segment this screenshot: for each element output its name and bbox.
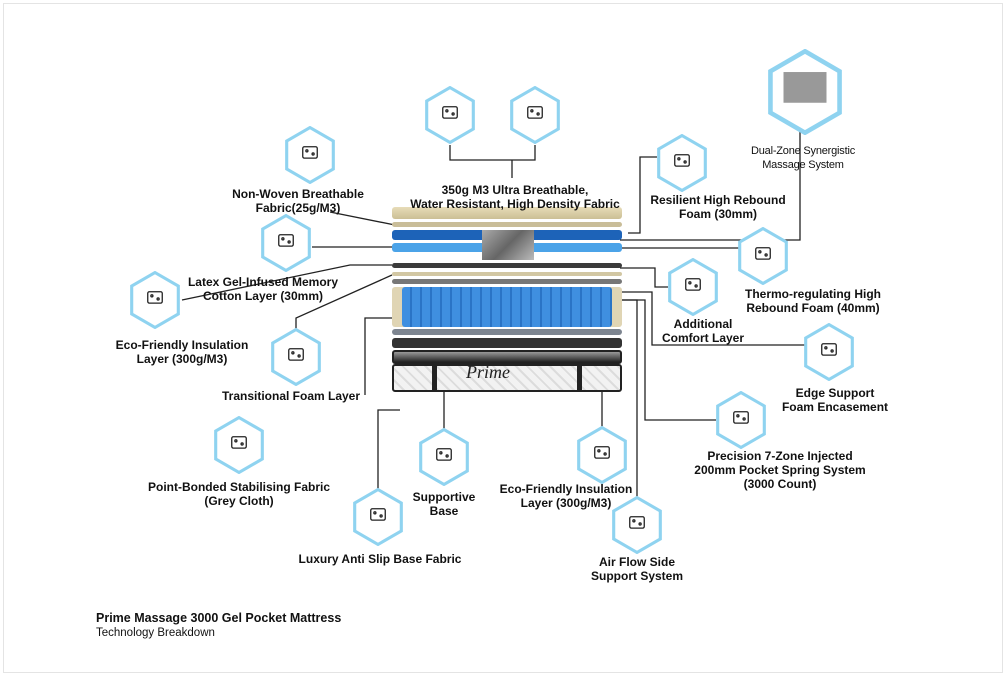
- base-handle-right: [577, 364, 582, 392]
- edge-support-icon: [803, 322, 855, 382]
- airflow-icon: [611, 495, 663, 555]
- thermo-foam-icon: [737, 226, 789, 286]
- massage-system-image: [482, 230, 534, 260]
- transitional-layer: [392, 329, 622, 335]
- insulation-layer-top: [392, 279, 622, 284]
- label-non-woven: Non-Woven Breathable Fabric(25g/M3): [232, 187, 364, 215]
- label-anti-slip: Luxury Anti Slip Base Fabric: [298, 552, 462, 566]
- non-woven-fabric-icon: [284, 125, 336, 185]
- label-supportive: Supportive Base: [412, 490, 476, 518]
- label-air-flow: Air Flow Side Support System: [590, 555, 684, 583]
- label-edge: Edge Support Foam Encasement: [781, 386, 889, 414]
- top-fabric-layer: [392, 207, 622, 219]
- latex-foam-icon: [260, 213, 312, 273]
- label-eco-left: Eco-Friendly Insulation Layer (300g/M3): [115, 338, 249, 366]
- massage-system-icon: [766, 48, 844, 136]
- insulation-layer-icon: [129, 270, 181, 330]
- label-comfort: Additional Comfort Layer: [661, 317, 745, 345]
- label-eco-right: Eco-Friendly Insulation Layer (300g/M3): [499, 482, 633, 510]
- brand-logo: Prime: [466, 362, 510, 382]
- label-precision: Precision 7-Zone Injected 200mm Pocket S…: [694, 449, 866, 491]
- supportive-base-icon: [418, 427, 470, 487]
- non-woven-layer: [392, 222, 622, 227]
- label-transitional: Transitional Foam Layer: [221, 389, 361, 403]
- pocket-springs: [402, 287, 612, 327]
- water-drop-icon: [509, 85, 561, 145]
- transitional-foam-icon: [270, 327, 322, 387]
- base-side: [392, 364, 622, 392]
- spring-icon: [715, 390, 767, 450]
- page-title: Prime Massage 3000 Gel Pocket Mattress: [96, 611, 342, 625]
- stabilising-fabric-icon: [213, 415, 265, 475]
- label-dual-zone: Dual-Zone Synergistic Massage System: [750, 145, 856, 171]
- label-latex: Latex Gel-Infused Memory Cotton Layer (3…: [187, 275, 339, 303]
- page-subtitle: Technology Breakdown: [96, 627, 215, 639]
- base-handle-left: [432, 364, 437, 392]
- rebound-foam-icon: [656, 133, 708, 193]
- base-top: [392, 350, 622, 364]
- insulation-layer-icon: [576, 425, 628, 485]
- latex-layer: [392, 263, 622, 268]
- label-resilient: Resilient High Rebound Foam (30mm): [650, 193, 786, 221]
- insulation-layer-bottom: [392, 338, 622, 348]
- anti-slip-fabric-icon: [352, 487, 404, 547]
- label-top-fabric: 350g M3 Ultra Breathable, Water Resistan…: [410, 183, 620, 211]
- label-thermo: Thermo-regulating High Rebound Foam (40m…: [745, 287, 881, 315]
- comfort-layer-icon: [667, 257, 719, 317]
- breathable-fabric-icon: [424, 85, 476, 145]
- comfort-layer: [392, 272, 622, 276]
- label-point-bonded: Point-Bonded Stabilising Fabric (Grey Cl…: [147, 480, 331, 508]
- frame: [3, 3, 1003, 673]
